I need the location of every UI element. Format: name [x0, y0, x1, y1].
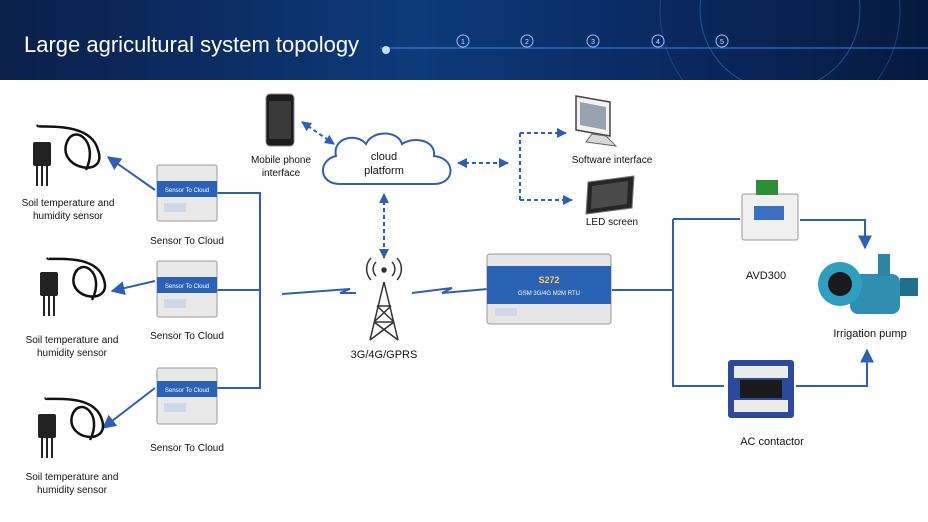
banner-node-1: 1 [461, 39, 465, 46]
sensor-to-cloud-device-1: Sensor To Cloud [156, 164, 218, 222]
gateway-label-2: Sensor To Cloud [150, 331, 224, 342]
page-title: Large agricultural system topology [24, 32, 360, 57]
banner-node-2: 2 [525, 39, 529, 46]
ac-contactor-icon [728, 360, 794, 418]
led-label: LED screen [585, 217, 639, 228]
cloud-icon [322, 132, 452, 185]
rtu-device: S272 GSM 3G/4G M2M RTU [486, 253, 612, 325]
sensor-label-1: Soil temperature and humidity sensor [21, 198, 115, 222]
cloud-label: cloud platform [364, 151, 404, 177]
gateway-label-3: Sensor To Cloud [150, 443, 224, 454]
dashed-links [301, 121, 573, 259]
software-label: Software interface [571, 155, 653, 166]
mobile-label: Mobile phone interface [250, 155, 312, 179]
avd300-device [741, 180, 799, 241]
soil-sensor-1 [33, 123, 101, 186]
sensor-to-cloud-device-3: Sensor To Cloud [156, 367, 218, 425]
avd-label: AVD300 [745, 270, 787, 282]
sensor-label-2: Soil temperature and humidity sensor [25, 335, 119, 359]
device-text-3: Sensor To Cloud [165, 388, 209, 394]
led-screen-icon [585, 175, 635, 215]
contactor-label: AC contactor [740, 436, 804, 448]
rtu-model: S272 [538, 275, 559, 285]
title-banner: 1 2 3 4 5 Large agricultural system topo… [0, 0, 928, 80]
monitor-icon [575, 95, 618, 147]
soil-sensor-2 [40, 256, 107, 316]
connection-lines [101, 156, 874, 429]
tower-label: 3G/4G/GPRS [350, 349, 418, 361]
rtu-subtitle: GSM 3G/4G M2M RTU [518, 291, 580, 297]
banner-node-3: 3 [591, 39, 595, 46]
pump-label: Irrigation pump [833, 328, 907, 340]
soil-sensor-3 [38, 396, 105, 458]
device-text-1: Sensor To Cloud [165, 188, 209, 194]
sensor-label-3: Soil temperature and humidity sensor [25, 472, 119, 496]
banner-node-4: 4 [656, 39, 660, 46]
banner-decoration: 1 2 3 4 5 [380, 0, 928, 80]
mobile-phone-icon [265, 93, 295, 147]
banner-node-5: 5 [720, 39, 724, 46]
cell-tower-icon [365, 257, 403, 341]
device-text-2: Sensor To Cloud [165, 284, 209, 290]
irrigation-pump-icon [818, 254, 918, 314]
gateway-label-1: Sensor To Cloud [150, 236, 224, 247]
sensor-to-cloud-device-2: Sensor To Cloud [156, 260, 218, 318]
